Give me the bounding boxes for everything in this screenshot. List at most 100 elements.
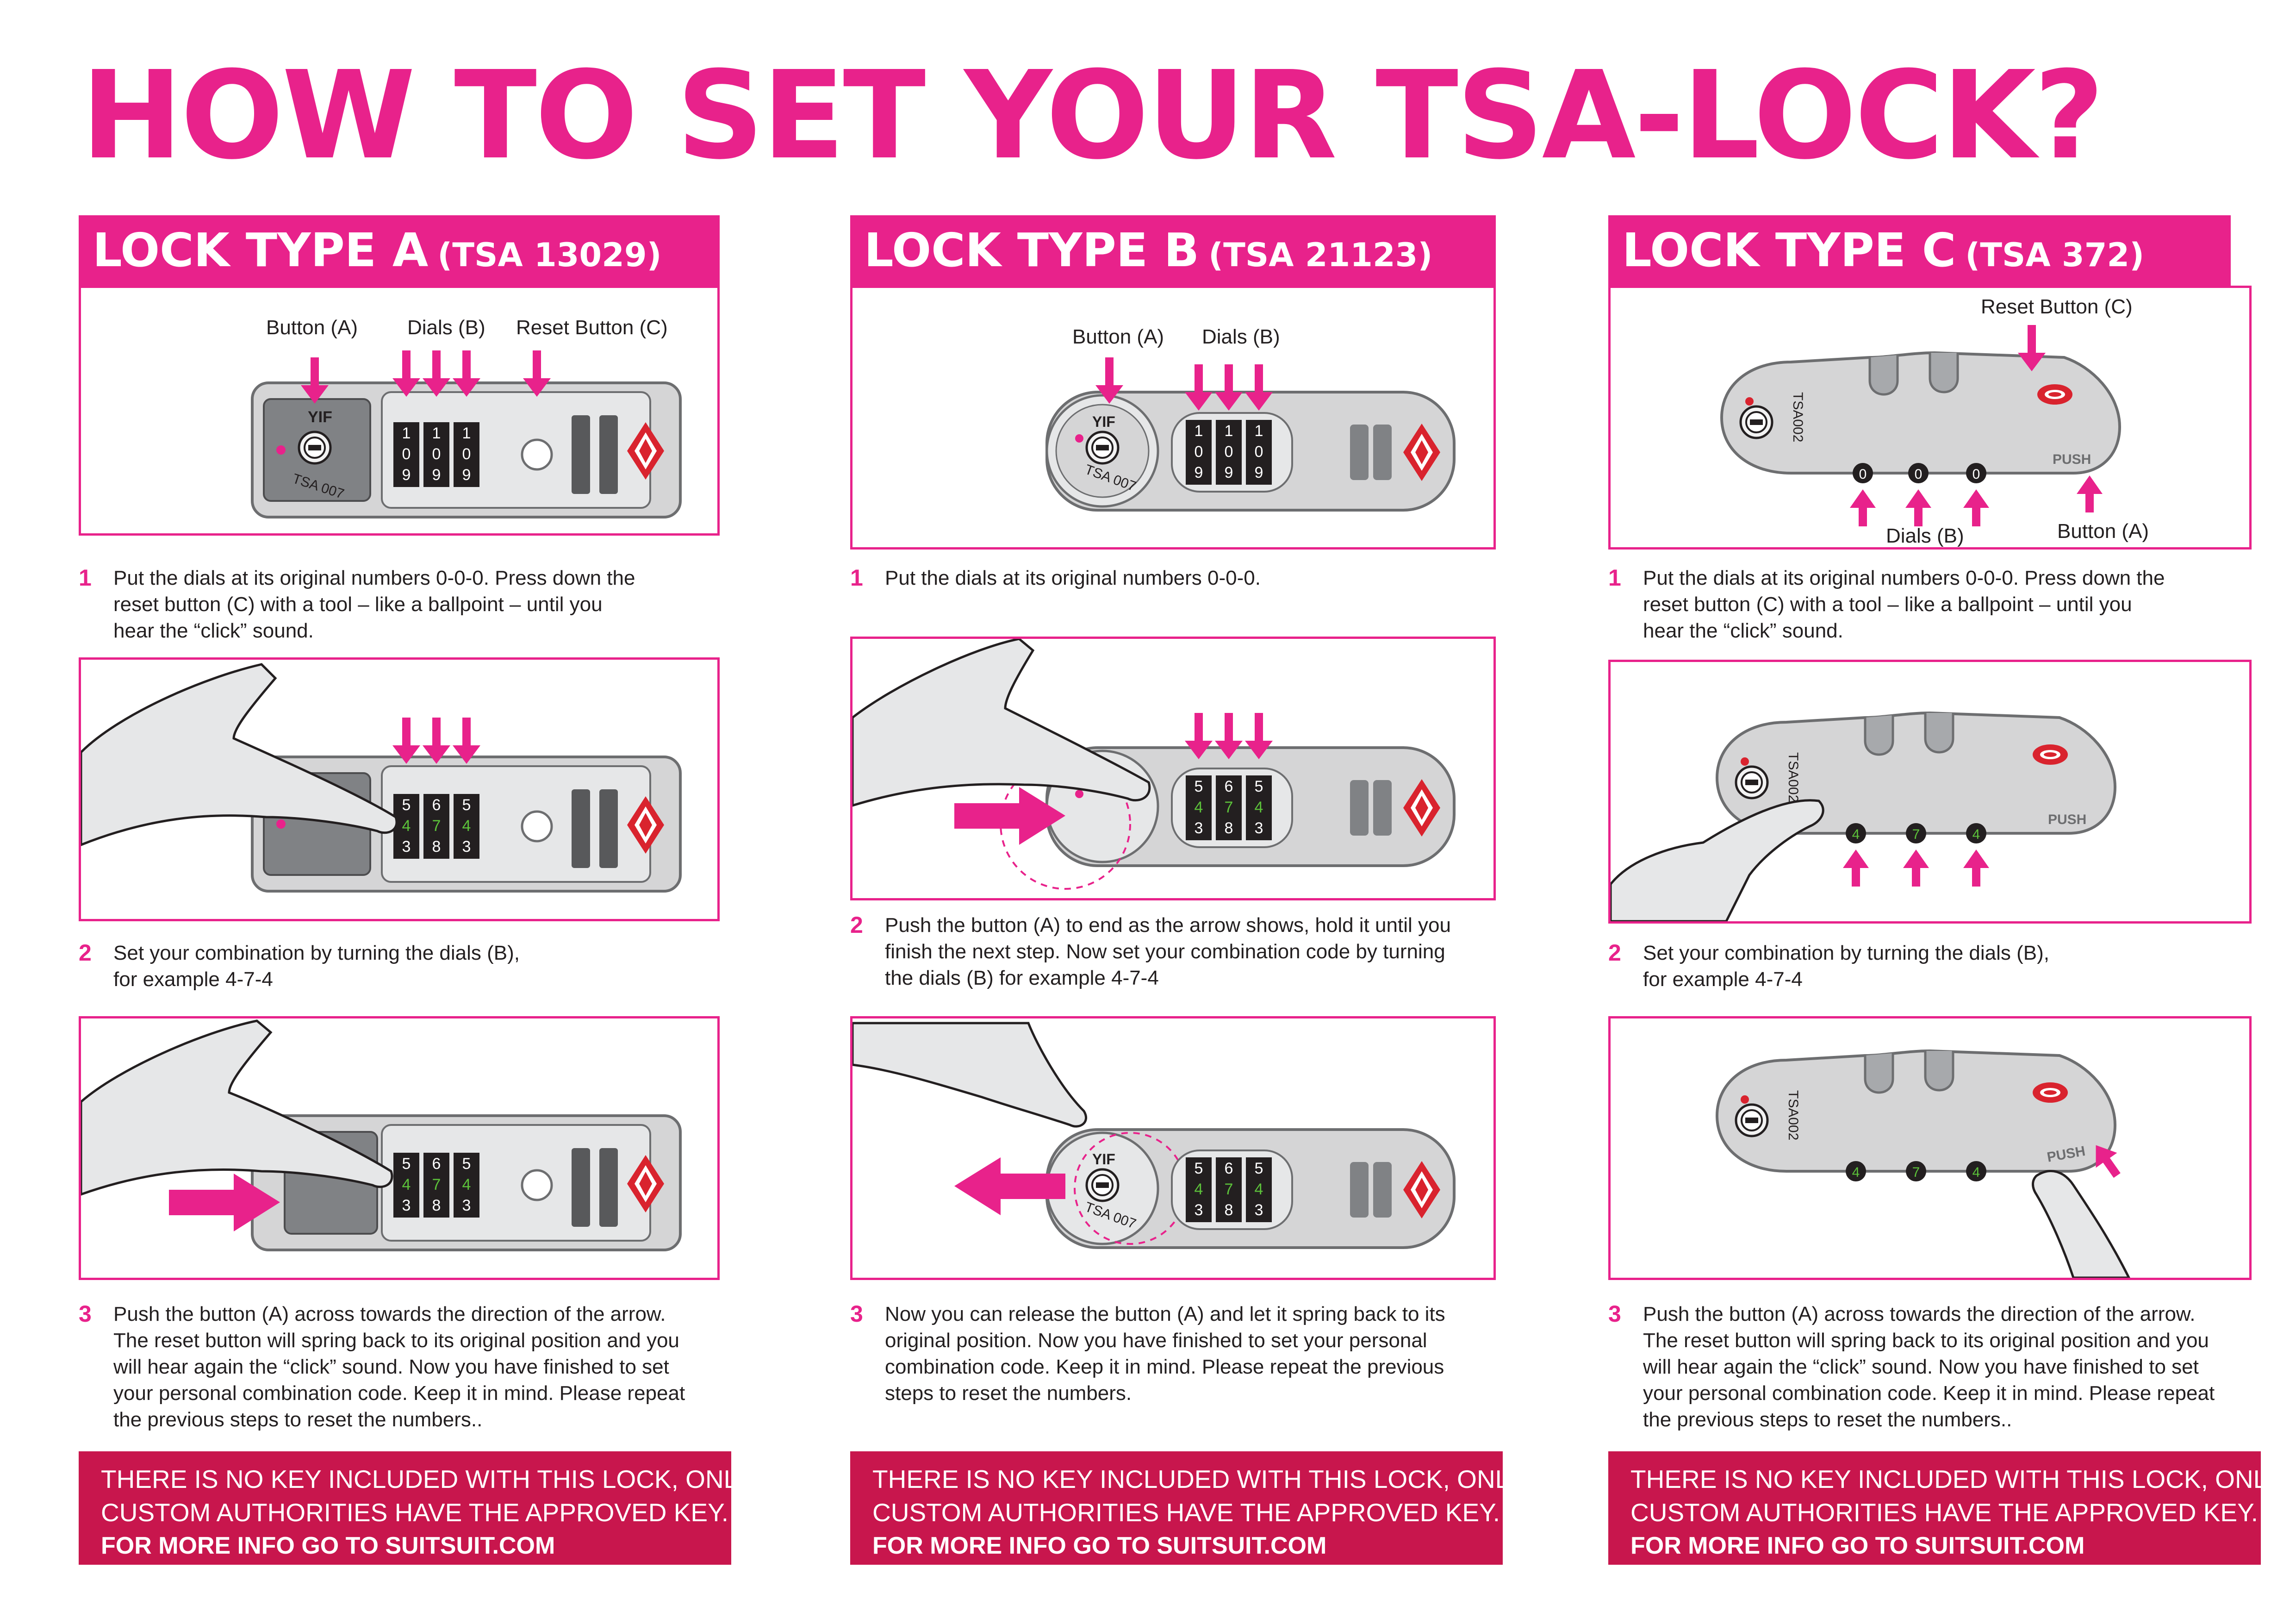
svg-text:TSA002: TSA002 (1786, 752, 1801, 802)
lock-c-diagram-panel: Reset Button (C) TSA002 0 0 0 PUSH Dials… (1608, 286, 2252, 550)
label-reset-c: Reset Button (C) (1981, 295, 2133, 318)
no-key-notice: THERE IS NO KEY INCLUDED WITH THIS LOCK,… (1608, 1451, 2283, 1565)
svg-text:8: 8 (1225, 819, 1233, 837)
lock-type-c-heading: LOCK TYPE C (1622, 223, 1956, 277)
svg-text:4: 4 (462, 1176, 471, 1193)
svg-text:YIF: YIF (1092, 1151, 1115, 1168)
svg-text:0: 0 (432, 445, 441, 463)
label-button-a: Button (A) (1072, 325, 1164, 348)
step-2: 2 Set your combination by turning the di… (1608, 940, 2050, 991)
lock-type-a-model: (TSA 13029) (437, 236, 662, 274)
svg-text:8: 8 (432, 838, 441, 856)
arrow-up-icon (1963, 489, 1989, 526)
svg-text:0: 0 (1859, 467, 1867, 482)
lock-a-dials-set: 5 4 3 6 7 8 5 4 3 (393, 794, 479, 859)
lock-a-dials: 1 0 9 1 0 9 1 0 9 (393, 422, 479, 487)
svg-text:3: 3 (402, 1197, 411, 1214)
svg-text:7: 7 (1912, 1165, 1920, 1180)
label-dials-b: Dials (B) (407, 316, 485, 339)
svg-text:3: 3 (462, 838, 471, 856)
more-info-link[interactable]: FOR MORE INFO GO TO SUITSUIT.COM (1630, 1532, 2085, 1559)
hand-illustration (852, 1022, 1088, 1128)
hand-illustration (852, 639, 1151, 807)
svg-text:3: 3 (1195, 819, 1203, 837)
svg-text:0: 0 (1915, 467, 1923, 482)
svg-text:4: 4 (402, 817, 411, 835)
lock-a-brand: YIF (308, 408, 332, 426)
svg-text:7: 7 (432, 817, 441, 835)
svg-text:1: 1 (1195, 422, 1203, 440)
lock-type-a-heading: LOCK TYPE A (93, 223, 429, 277)
lock-type-c-model: (TSA 372) (1965, 236, 2145, 274)
svg-text:4: 4 (1852, 827, 1860, 842)
keyhole-icon (1741, 406, 1772, 438)
lock-type-c-banner: LOCK TYPE C(TSA 372) (1608, 215, 2231, 286)
label-dials-b: Dials (B) (1202, 325, 1280, 348)
svg-text:5: 5 (462, 1155, 471, 1173)
lock-a-step3-panel: 5 4 3 6 7 8 5 4 3 (79, 1016, 720, 1280)
svg-text:5: 5 (1255, 1160, 1263, 1177)
svg-text:6: 6 (432, 796, 441, 814)
svg-text:7: 7 (432, 1176, 441, 1193)
lock-type-b-heading: LOCK TYPE B (864, 223, 1200, 277)
hand-illustration (2032, 1170, 2130, 1278)
svg-text:0: 0 (1972, 467, 1980, 482)
lock-a-diagram-panel: Button (A) Dials (B) Reset Button (C) YI… (79, 286, 720, 536)
svg-text:9: 9 (1255, 464, 1263, 481)
more-info-link[interactable]: FOR MORE INFO GO TO SUITSUIT.COM (872, 1532, 1327, 1559)
svg-text:TSA002: TSA002 (1786, 1090, 1801, 1140)
hand-illustration (81, 1019, 393, 1196)
arrow-up-icon (1905, 489, 1931, 526)
keyhole-icon (299, 432, 330, 463)
svg-text:1: 1 (432, 425, 441, 442)
svg-text:9: 9 (1225, 464, 1233, 481)
svg-text:0: 0 (462, 445, 471, 463)
arrow-up-icon (1903, 849, 1929, 887)
step-1: 1 Put the dials at its original numbers … (79, 565, 635, 642)
lock-type-a-banner: LOCK TYPE A(TSA 13029) (79, 215, 720, 286)
svg-text:3: 3 (462, 1197, 471, 1214)
arrow-right-icon (169, 1174, 280, 1231)
lock-type-b-model: (TSA 21123) (1208, 236, 1433, 274)
step-1: 1 Put the dials at its original numbers … (1608, 565, 2165, 642)
lock-c-step3-panel: TSA002 4 7 4 PUSH (1608, 1016, 2252, 1280)
push-label: PUSH (2053, 452, 2091, 467)
svg-text:3: 3 (1255, 1201, 1263, 1219)
reset-button-c (521, 438, 553, 471)
svg-text:7: 7 (1225, 1181, 1233, 1198)
svg-text:5: 5 (462, 796, 471, 814)
svg-text:5: 5 (402, 796, 411, 814)
svg-text:4: 4 (1972, 827, 1980, 842)
svg-text:7: 7 (1225, 799, 1233, 816)
arrow-left-icon (954, 1157, 1065, 1215)
svg-text:4: 4 (1852, 1165, 1860, 1180)
svg-text:5: 5 (1255, 778, 1263, 795)
svg-text:0: 0 (1195, 443, 1203, 461)
svg-text:5: 5 (1195, 778, 1203, 795)
lock-c-model: TSA002 (1790, 392, 1805, 442)
svg-text:4: 4 (462, 817, 471, 835)
more-info-link[interactable]: FOR MORE INFO GO TO SUITSUIT.COM (101, 1532, 555, 1559)
svg-text:0: 0 (402, 445, 411, 463)
svg-text:9: 9 (462, 466, 471, 484)
arrow-up-icon (2077, 475, 2103, 512)
svg-text:1: 1 (1225, 422, 1233, 440)
arrow-up-icon (1963, 849, 1989, 887)
page-title: HOW TO SET YOUR TSA-LOCK? (81, 45, 2104, 186)
svg-text:4: 4 (1255, 799, 1263, 816)
label-button-a: Button (A) (2057, 520, 2149, 543)
svg-text:3: 3 (1255, 819, 1263, 837)
svg-text:4: 4 (1195, 799, 1203, 816)
keyhole-icon (1087, 432, 1118, 463)
svg-text:8: 8 (1225, 1201, 1233, 1219)
label-button-a: Button (A) (266, 316, 358, 339)
svg-text:6: 6 (432, 1155, 441, 1173)
svg-text:0: 0 (1225, 443, 1233, 461)
svg-text:3: 3 (1195, 1201, 1203, 1219)
lock-c-step2-panel: TSA002 4 7 4 PUSH (1608, 660, 2252, 924)
svg-text:9: 9 (432, 466, 441, 484)
svg-text:5: 5 (1195, 1160, 1203, 1177)
svg-text:9: 9 (402, 466, 411, 484)
svg-text:4: 4 (1195, 1181, 1203, 1198)
svg-text:6: 6 (1225, 778, 1233, 795)
